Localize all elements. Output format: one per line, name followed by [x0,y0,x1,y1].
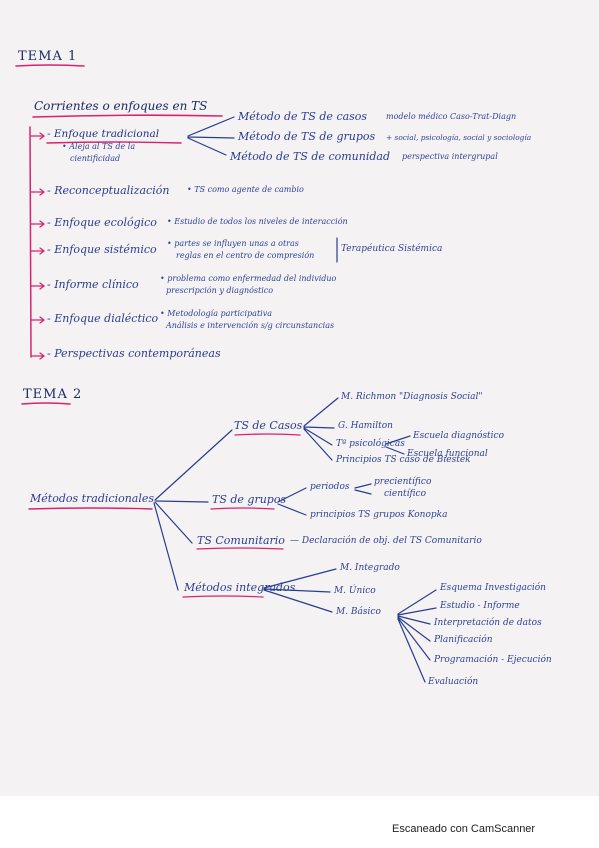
enfoque-ecologico-note: • Estudio de todos los niveles de intera… [167,217,348,226]
metodos-integrados-label: Métodos integrados [184,581,296,594]
ts-comunitario-underline [196,547,284,550]
enfoque-tradicional-label: - Enfoque tradicional [47,128,160,140]
metodo-comunidad-label: Método de TS de comunidad [230,150,390,163]
tradicional-underline [46,141,182,144]
reconceptualizacion-note: • TS como agente de cambio [187,185,304,194]
ta-psicologicas-label: Tª psicológicas [336,439,405,449]
periodos-label: periodos [310,482,350,492]
principios-konopka-label: principios TS grupos Konopka [310,510,448,520]
metodos-integrados-underline [182,595,264,598]
metodo-grupos-note: + social, psicología, social y sociologí… [386,133,532,142]
declaracion-objetivos-label: — Declaración de obj. del TS Comunitario [290,536,482,546]
ts-grupos-label: TS de grupos [212,493,287,506]
tradicional-note-line2: cientificidad [70,154,121,163]
escuela-funcional-label: Escuela funcional [407,449,488,459]
tema1-title: TEMA 1 [18,49,78,64]
enfoque-dialectico-note-line1: • Metodología participativa [160,309,273,318]
informe-clinico-label: - Informe clínico [47,278,139,291]
camscanner-footer: Escaneado con CamScanner [392,823,536,835]
metodos-tradicionales-underline [28,507,153,510]
tema1-heading: Corrientes o enfoques en TS [34,99,208,113]
escuela-diagnostico-label: Escuela diagnóstico [413,431,505,441]
interpretacion-datos-label: Interpretación de datos [434,618,542,628]
m-integrado-label: M. Integrado [340,563,400,573]
principios-biestek-label: Principios TS caso de Biestek [336,455,471,465]
perspectivas-contemporaneas-label: - Perspectivas contemporáneas [47,347,221,360]
tradicional-branch-lines [187,116,235,156]
hamilton-label: G. Hamilton [338,421,393,431]
tema1-underline [15,64,85,67]
ts-casos-label: TS de Casos [234,419,303,432]
precientifico-label: precientífico [374,477,432,487]
terapeutica-sistemica: Terapéutica Sistémica [341,244,443,254]
tema2-tree-lines [153,429,233,591]
tema1-vertical-line [29,126,32,358]
ts-casos-underline [234,433,301,436]
enfoque-ecologico-label: - Enfoque ecológico [47,216,157,229]
evaluacion-label: Evaluación [428,677,479,687]
tema2-underline [21,402,71,405]
tradicional-note-line1: • Aleja al TS de la [62,142,136,151]
enfoque-dialectico-note-line2: Análisis e intervención s/g circunstanci… [166,321,335,330]
enfoque-sistemico-label: - Enfoque sistémico [47,243,157,256]
enfoque-dialectico-label: - Enfoque dialéctico [47,312,159,325]
metodo-comunidad-note: perspectiva intergrupal [402,152,498,161]
metodo-casos-label: Método de TS de casos [238,110,368,123]
reconceptualizacion-label: - Reconceptualización [47,184,170,197]
diagram-lines [15,64,437,683]
scanned-page: TEMA 1 Corrientes o enfoques en TS - Enf… [0,0,599,796]
ts-grupos-underline [210,507,275,510]
planificacion-label: Planificación [434,635,493,645]
m-basico-label: M. Básico [336,607,381,617]
ts-comunitario-label: TS Comunitario [197,534,285,547]
estudio-informe-label: Estudio - Informe [440,601,520,611]
metodos-tradicionales-label: Métodos tradicionales [30,492,155,505]
informe-clinico-note-line1: • problema como enfermedad del individuo [160,274,337,283]
cientifico-label: científico [384,489,426,499]
tema2-title: TEMA 2 [23,387,83,402]
richmon-label: M. Richmon "Diagnosis Social" [341,392,483,402]
m-unico-label: M. Único [334,586,376,596]
informe-clinico-note-line2: prescripción y diagnóstico [166,286,274,295]
esquema-investigacion-label: Esquema Investigación [440,583,546,593]
enfoque-sistemico-note-line1: • partes se influyen unas a otras [167,239,299,248]
programacion-ejecucion-label: Programación - Ejecución [434,655,552,665]
enfoque-sistemico-note-line2: reglas en el centro de compresión [176,251,315,260]
heading-underline [32,114,223,118]
metodo-casos-note: modelo médico Caso-Trat-Diagn [386,112,517,121]
metodo-grupos-label: Método de TS de grupos [238,130,376,143]
